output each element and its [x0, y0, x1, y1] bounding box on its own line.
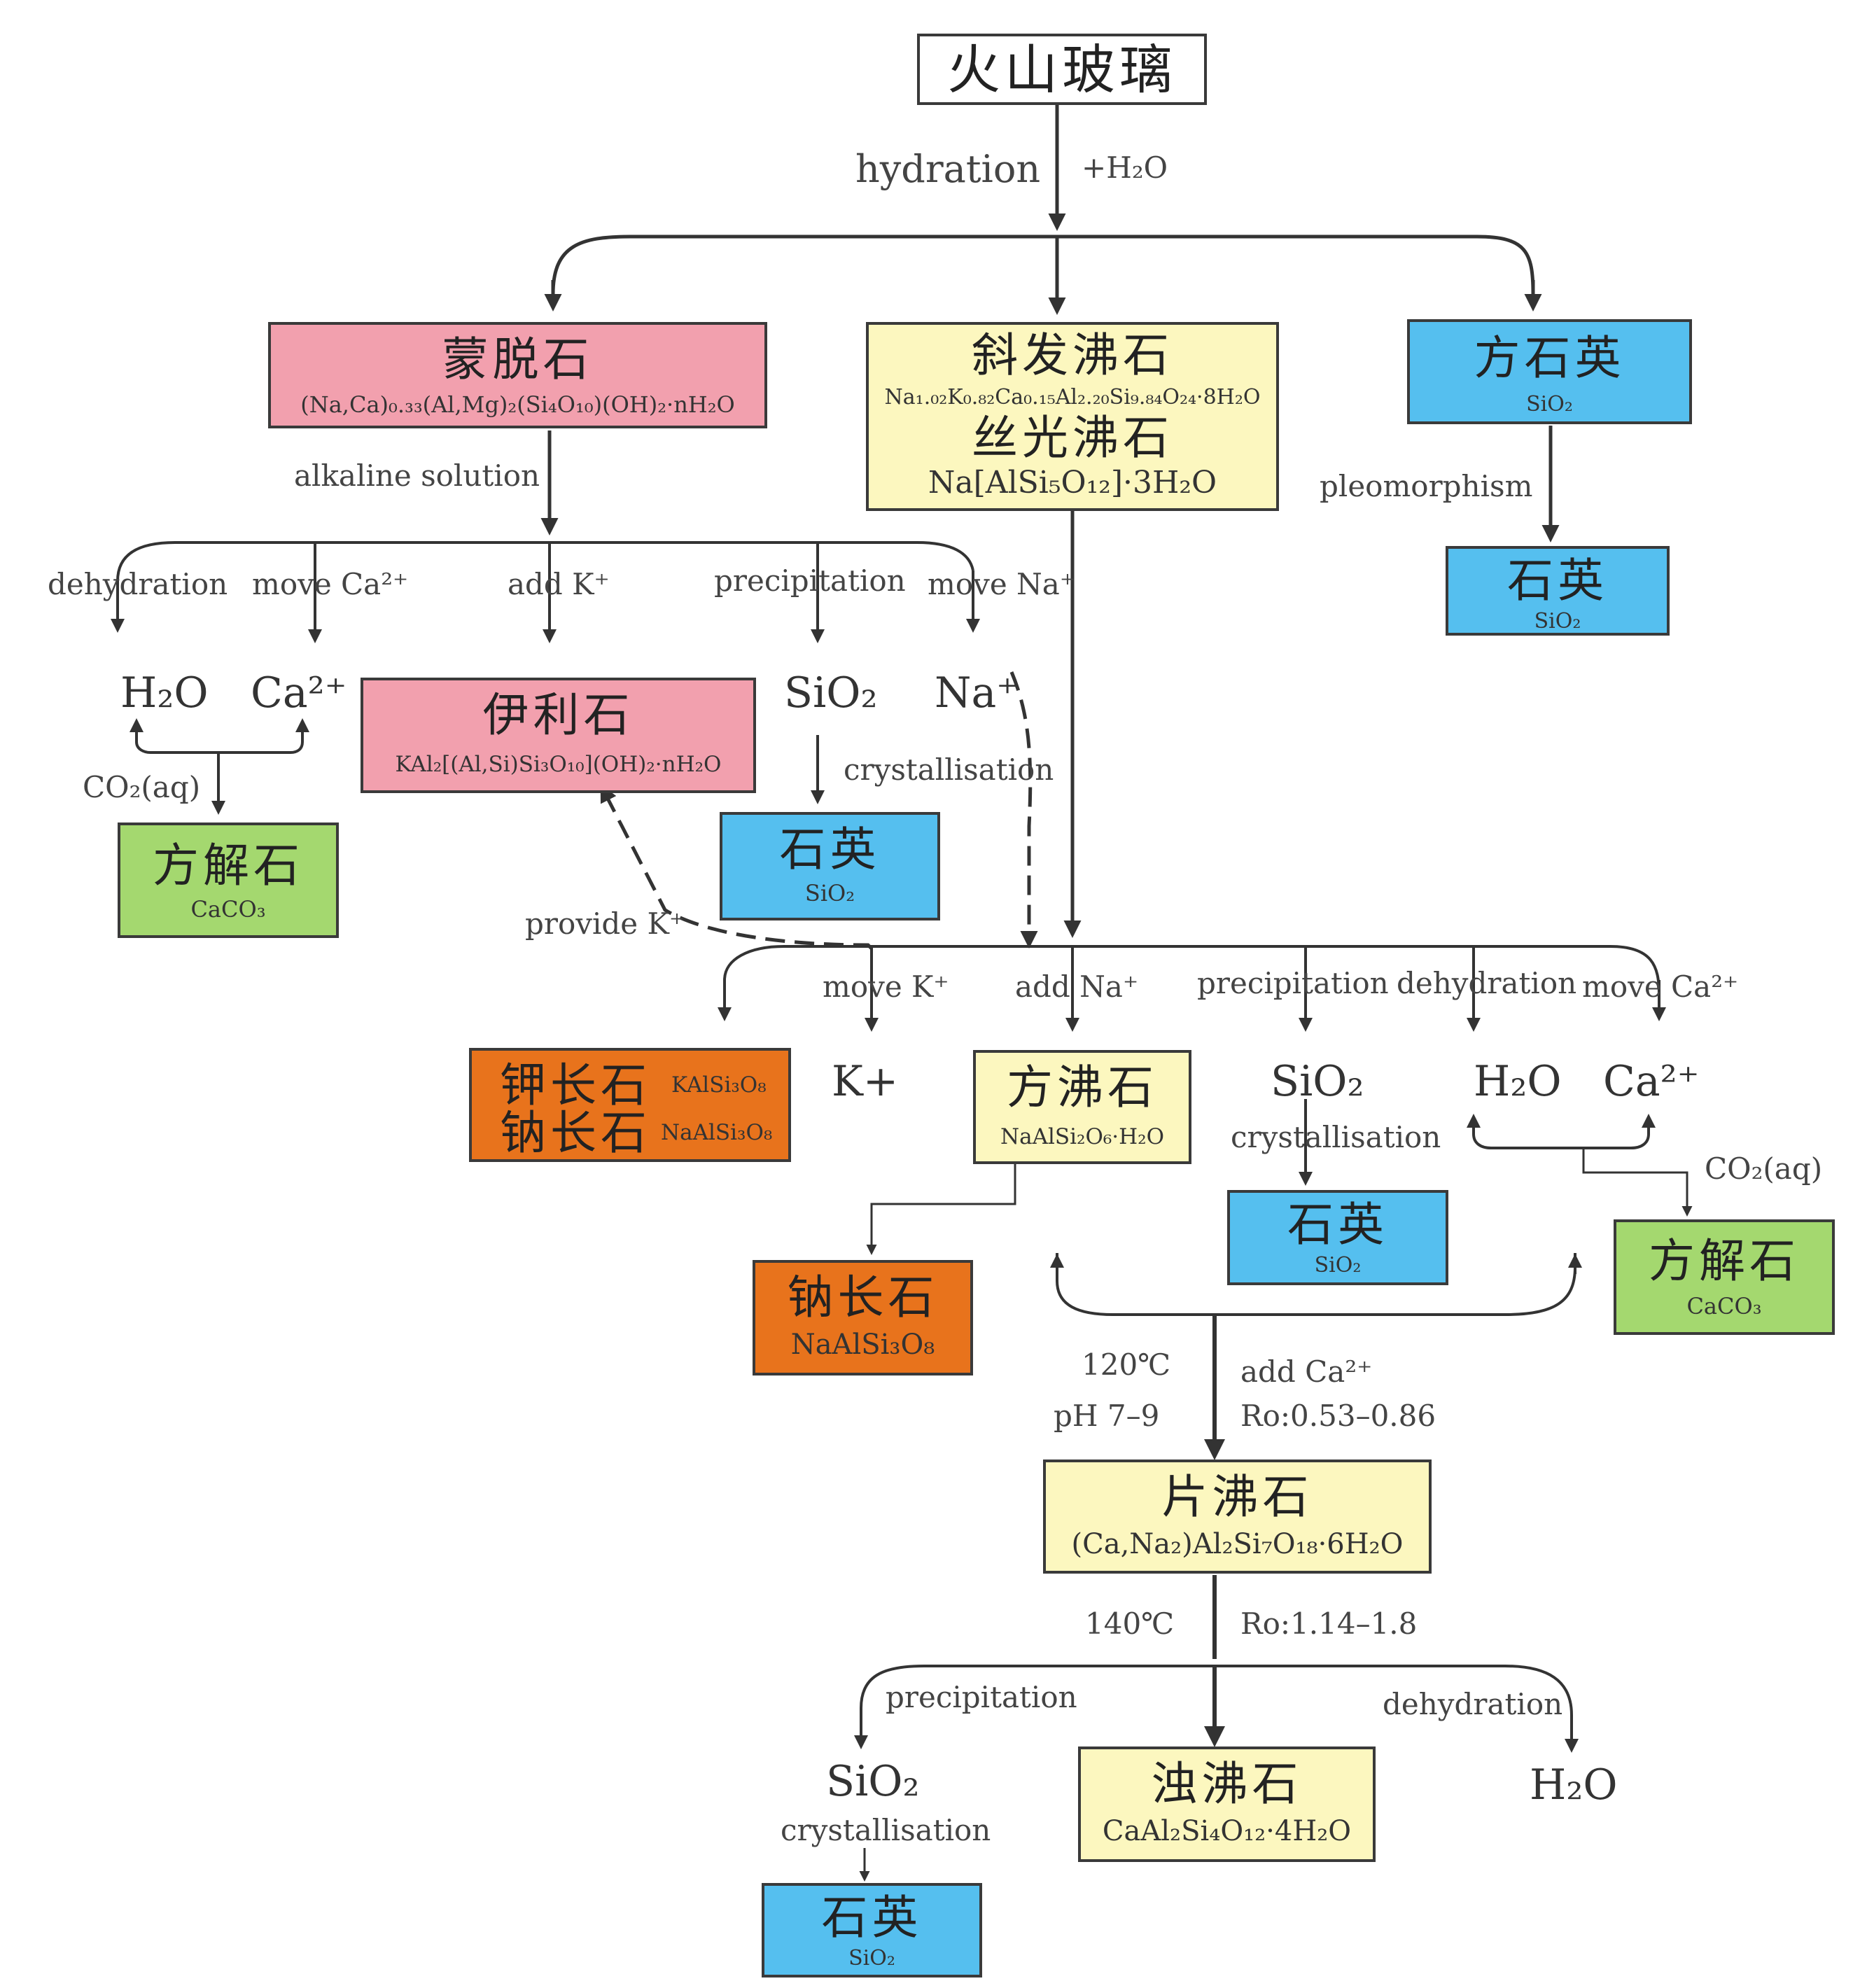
hydration-label: hydration [855, 147, 1041, 191]
albite-box: 钠长石 NaAlSi₃O₈ [753, 1260, 973, 1376]
ph-label: pH 7–9 [1054, 1399, 1160, 1433]
calcite-left-box: 方解石 CaCO₃ [118, 822, 339, 938]
albite-formula-1: NaAlSi₃O₈ [661, 1120, 773, 1145]
calcium-ion-left: Ca²⁺ [251, 668, 347, 718]
sodium-ion: Na⁺ [935, 668, 1019, 718]
pleomorphism-label: pleomorphism [1320, 469, 1533, 503]
quartz-top-box: 石英 SiO₂ [1446, 546, 1670, 636]
temp-120-label: 120℃ [1082, 1348, 1171, 1382]
montmorillonite-name: 蒙脱石 [442, 332, 594, 386]
crystallisation-label-1: crystallisation [844, 752, 1054, 787]
analcime-formula: NaAlSi₂O₆·H₂O [1000, 1124, 1165, 1149]
clinoptilolite-mordenite-box: 斜发沸石 Na₁.₀₂K₀.₈₂Ca₀.₁₅Al₂.₂₀Si₉.₈₄O₂₄·8H… [866, 322, 1279, 511]
volcanic-glass-box: 火山玻璃 [917, 34, 1207, 105]
calcite-left-name: 方解石 [153, 839, 304, 892]
feldspar-box: 钾长石 KAlSi₃O₈ 钠长石 NaAlSi₃O₈ [469, 1048, 791, 1162]
heulandite-name: 片沸石 [1161, 1470, 1313, 1524]
crystallisation-label-3: crystallisation [781, 1813, 991, 1847]
precipitation-label-1: precipitation [714, 564, 906, 598]
co2aq-label-left: CO₂(aq) [83, 770, 201, 804]
analcime-box: 方沸石 NaAlSi₂O₆·H₂O [973, 1050, 1191, 1164]
illite-box: 伊利石 KAl₂[(Al,Si)Si₃O₁₀](OH)₂·nH₂O [361, 678, 756, 793]
silica-bottom: SiO₂ [826, 1757, 920, 1806]
add-k-label: add K⁺ [508, 567, 610, 601]
move-na-label: move Na⁺ [928, 567, 1076, 601]
provide-k-label: provide K⁺ [525, 906, 685, 941]
quartz-mid-name: 石英 [779, 822, 881, 876]
calcite-right-formula: CaCO₃ [1686, 1292, 1762, 1320]
cristobalite-name: 方石英 [1474, 331, 1625, 385]
water-bottom: H₂O [1530, 1760, 1618, 1809]
quartz-bottom-formula: SiO₂ [848, 1945, 895, 1970]
albite-name-2: 钠长石 [787, 1270, 939, 1324]
quartz-right-box: 石英 SiO₂ [1227, 1190, 1448, 1285]
move-k-label: move K⁺ [823, 969, 949, 1004]
cristobalite-formula: SiO₂ [1526, 391, 1573, 416]
mordenite-name: 丝光沸石 [972, 410, 1173, 465]
heulandite-box: 片沸石 (Ca,Na₂)Al₂Si₇O₁₈·6H₂O [1043, 1460, 1432, 1574]
laumontite-name: 浊沸石 [1151, 1757, 1303, 1811]
illite-formula: KAl₂[(Al,Si)Si₃O₁₀](OH)₂·nH₂O [395, 751, 722, 777]
mordenite-formula: Na[AlSi₅O₁₂]·3H₂O [928, 465, 1217, 501]
quartz-bottom-name: 石英 [821, 1891, 923, 1945]
water-left: H₂O [120, 668, 209, 718]
quartz-bottom-box: 石英 SiO₂ [762, 1883, 982, 1977]
analcime-name: 方沸石 [1007, 1060, 1158, 1114]
ro-range-1-label: Ro:0.53–0.86 [1240, 1399, 1436, 1433]
precipitation-label-3: precipitation [886, 1680, 1077, 1714]
precipitation-label-2: precipitation [1197, 966, 1389, 1000]
move-ca-label-1: move Ca²⁺ [252, 567, 409, 601]
k-feldspar-formula: KAlSi₃O₈ [671, 1072, 767, 1098]
montmorillonite-formula: (Na,Ca)₀.₃₃(Al,Mg)₂(Si₄O₁₀)(OH)₂·nH₂O [300, 391, 735, 418]
albite-name-1: 钠长石 [500, 1106, 651, 1160]
quartz-mid-formula: SiO₂ [804, 879, 855, 906]
water-right: H₂O [1474, 1057, 1562, 1106]
ro-range-2-label: Ro:1.14–1.8 [1240, 1606, 1418, 1641]
silica-mid: SiO₂ [784, 668, 878, 718]
add-ca-label: add Ca²⁺ [1240, 1354, 1373, 1389]
add-na-label: add Na⁺ [1015, 969, 1139, 1004]
quartz-top-name: 石英 [1507, 554, 1608, 608]
plus-water-label: +H₂O [1082, 150, 1168, 185]
montmorillonite-box: 蒙脱石 (Na,Ca)₀.₃₃(Al,Mg)₂(Si₄O₁₀)(OH)₂·nH₂… [268, 322, 767, 428]
quartz-mid-box: 石英 SiO₂ [720, 812, 940, 920]
calcite-right-box: 方解石 CaCO₃ [1614, 1219, 1835, 1335]
quartz-right-formula: SiO₂ [1314, 1252, 1362, 1278]
calcium-ion-right: Ca²⁺ [1603, 1057, 1700, 1106]
potassium-ion: K+ [832, 1057, 899, 1106]
laumontite-box: 浊沸石 CaAl₂Si₄O₁₂·4H₂O [1078, 1746, 1376, 1862]
albite-formula-2: NaAlSi₃O₈ [790, 1328, 935, 1361]
crystallisation-label-2: crystallisation [1231, 1120, 1441, 1154]
k-feldspar-name: 钾长石 [500, 1058, 651, 1112]
temp-140-label: 140℃ [1085, 1606, 1175, 1641]
volcanic-glass-name: 火山玻璃 [947, 38, 1177, 101]
move-ca-label-2: move Ca²⁺ [1582, 969, 1739, 1004]
co2aq-label-right: CO₂(aq) [1705, 1152, 1823, 1186]
clinoptilolite-name: 斜发沸石 [972, 328, 1173, 382]
quartz-top-formula: SiO₂ [1534, 608, 1581, 634]
laumontite-formula: CaAl₂Si₄O₁₂·4H₂O [1102, 1814, 1352, 1847]
quartz-right-name: 石英 [1287, 1198, 1388, 1252]
heulandite-formula: (Ca,Na₂)Al₂Si₇O₁₈·6H₂O [1071, 1527, 1404, 1560]
clinoptilolite-formula: Na₁.₀₂K₀.₈₂Ca₀.₁₅Al₂.₂₀Si₉.₈₄O₂₄·8H₂O [884, 384, 1261, 410]
silica-right: SiO₂ [1271, 1057, 1364, 1106]
illite-name: 伊利石 [482, 688, 634, 742]
calcite-left-formula: CaCO₃ [190, 895, 266, 923]
cristobalite-box: 方石英 SiO₂ [1407, 319, 1692, 424]
dehydration-label-3: dehydration [1383, 1687, 1563, 1721]
calcite-right-name: 方解石 [1649, 1234, 1800, 1288]
alkaline-solution-label: alkaline solution [294, 458, 540, 493]
dehydration-label-2: dehydration [1397, 966, 1577, 1000]
dehydration-label-1: dehydration [48, 567, 228, 601]
